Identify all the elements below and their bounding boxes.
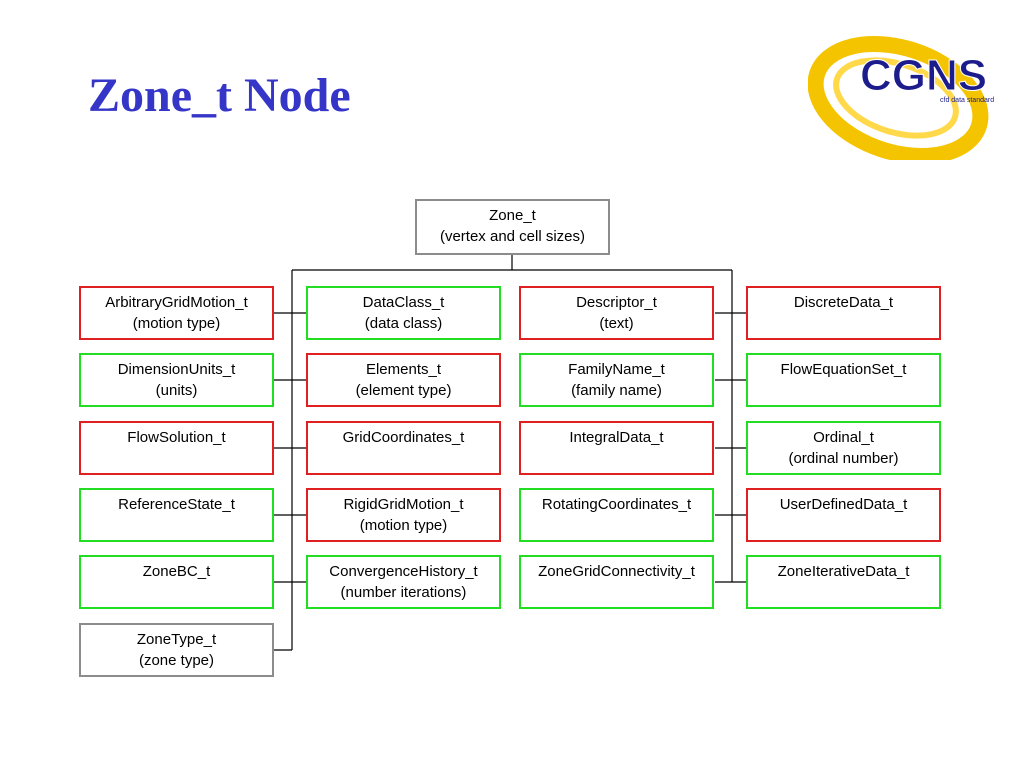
node-name: Elements_t (365, 361, 442, 378)
node-user-defined-data: UserDefinedData_t (746, 488, 941, 542)
node-zone-type: ZoneType_t (zone type) (79, 623, 274, 677)
root-node-zone-t: Zone_t (vertex and cell sizes) (415, 199, 610, 255)
node-name: RotatingCoordinates_t (541, 496, 692, 513)
node-name: UserDefinedData_t (779, 496, 908, 513)
node-data-class: DataClass_t (data class) (306, 286, 501, 340)
node-detail: (vertex and cell sizes) (439, 228, 586, 245)
node-name: IntegralData_t (569, 429, 664, 446)
node-name: DataClass_t (362, 294, 445, 311)
node-name: GridCoordinates_t (342, 429, 465, 446)
node-discrete-data: DiscreteData_t (746, 286, 941, 340)
node-detail: (data class) (364, 315, 443, 332)
node-name: ConvergenceHistory_t (329, 563, 478, 580)
svg-text:cfd data standard: cfd data standard (940, 97, 994, 104)
node-dimension-units: DimensionUnits_t (units) (79, 353, 274, 407)
node-name: Zone_t (489, 207, 536, 224)
node-name: ZoneType_t (136, 631, 217, 648)
node-name: FlowEquationSet_t (780, 361, 907, 378)
node-flow-equation-set: FlowEquationSet_t (746, 353, 941, 407)
slide-title: Zone_t Node (88, 69, 351, 122)
node-zone-iterative-data: ZoneIterativeData_t (746, 555, 941, 609)
node-name: ArbitraryGridMotion_t (105, 294, 248, 311)
node-name: ReferenceState_t (118, 496, 235, 513)
svg-text:CGNS: CGNS (860, 51, 987, 100)
node-flow-solution: FlowSolution_t (79, 421, 274, 475)
node-name: DiscreteData_t (793, 294, 894, 311)
node-rigid-grid-motion: RigidGridMotion_t (motion type) (306, 488, 501, 542)
cgns-logo: CGNS cfd data standard (808, 36, 994, 160)
node-name: DimensionUnits_t (117, 361, 236, 378)
node-zone-bc: ZoneBC_t (79, 555, 274, 609)
node-name: ZoneBC_t (142, 563, 211, 580)
node-convergence-history: ConvergenceHistory_t (number iterations) (306, 555, 501, 609)
node-name: ZoneIterativeData_t (777, 563, 910, 580)
node-name: ZoneGridConnectivity_t (538, 563, 695, 580)
node-detail: (text) (599, 315, 634, 332)
node-arbitrary-grid-motion: ArbitraryGridMotion_t (motion type) (79, 286, 274, 340)
node-detail: (motion type) (132, 315, 221, 332)
node-detail: (zone type) (138, 652, 215, 669)
node-name: RigidGridMotion_t (343, 496, 464, 513)
node-family-name: FamilyName_t (family name) (519, 353, 714, 407)
node-rotating-coordinates: RotatingCoordinates_t (519, 488, 714, 542)
node-detail: (family name) (571, 382, 662, 399)
node-detail: (ordinal number) (788, 450, 899, 467)
node-ordinal: Ordinal_t (ordinal number) (746, 421, 941, 475)
node-reference-state: ReferenceState_t (79, 488, 274, 542)
node-grid-coordinates: GridCoordinates_t (306, 421, 501, 475)
node-name: Ordinal_t (813, 429, 874, 446)
node-detail: (units) (155, 382, 198, 399)
node-elements: Elements_t (element type) (306, 353, 501, 407)
node-name: FlowSolution_t (127, 429, 226, 446)
node-name: FamilyName_t (568, 361, 665, 378)
node-detail: (motion type) (359, 517, 448, 534)
node-integral-data: IntegralData_t (519, 421, 714, 475)
node-descriptor: Descriptor_t (text) (519, 286, 714, 340)
node-detail: (number iterations) (340, 584, 467, 601)
node-detail: (element type) (355, 382, 452, 399)
node-name: Descriptor_t (576, 294, 657, 311)
node-zone-grid-connectivity: ZoneGridConnectivity_t (519, 555, 714, 609)
